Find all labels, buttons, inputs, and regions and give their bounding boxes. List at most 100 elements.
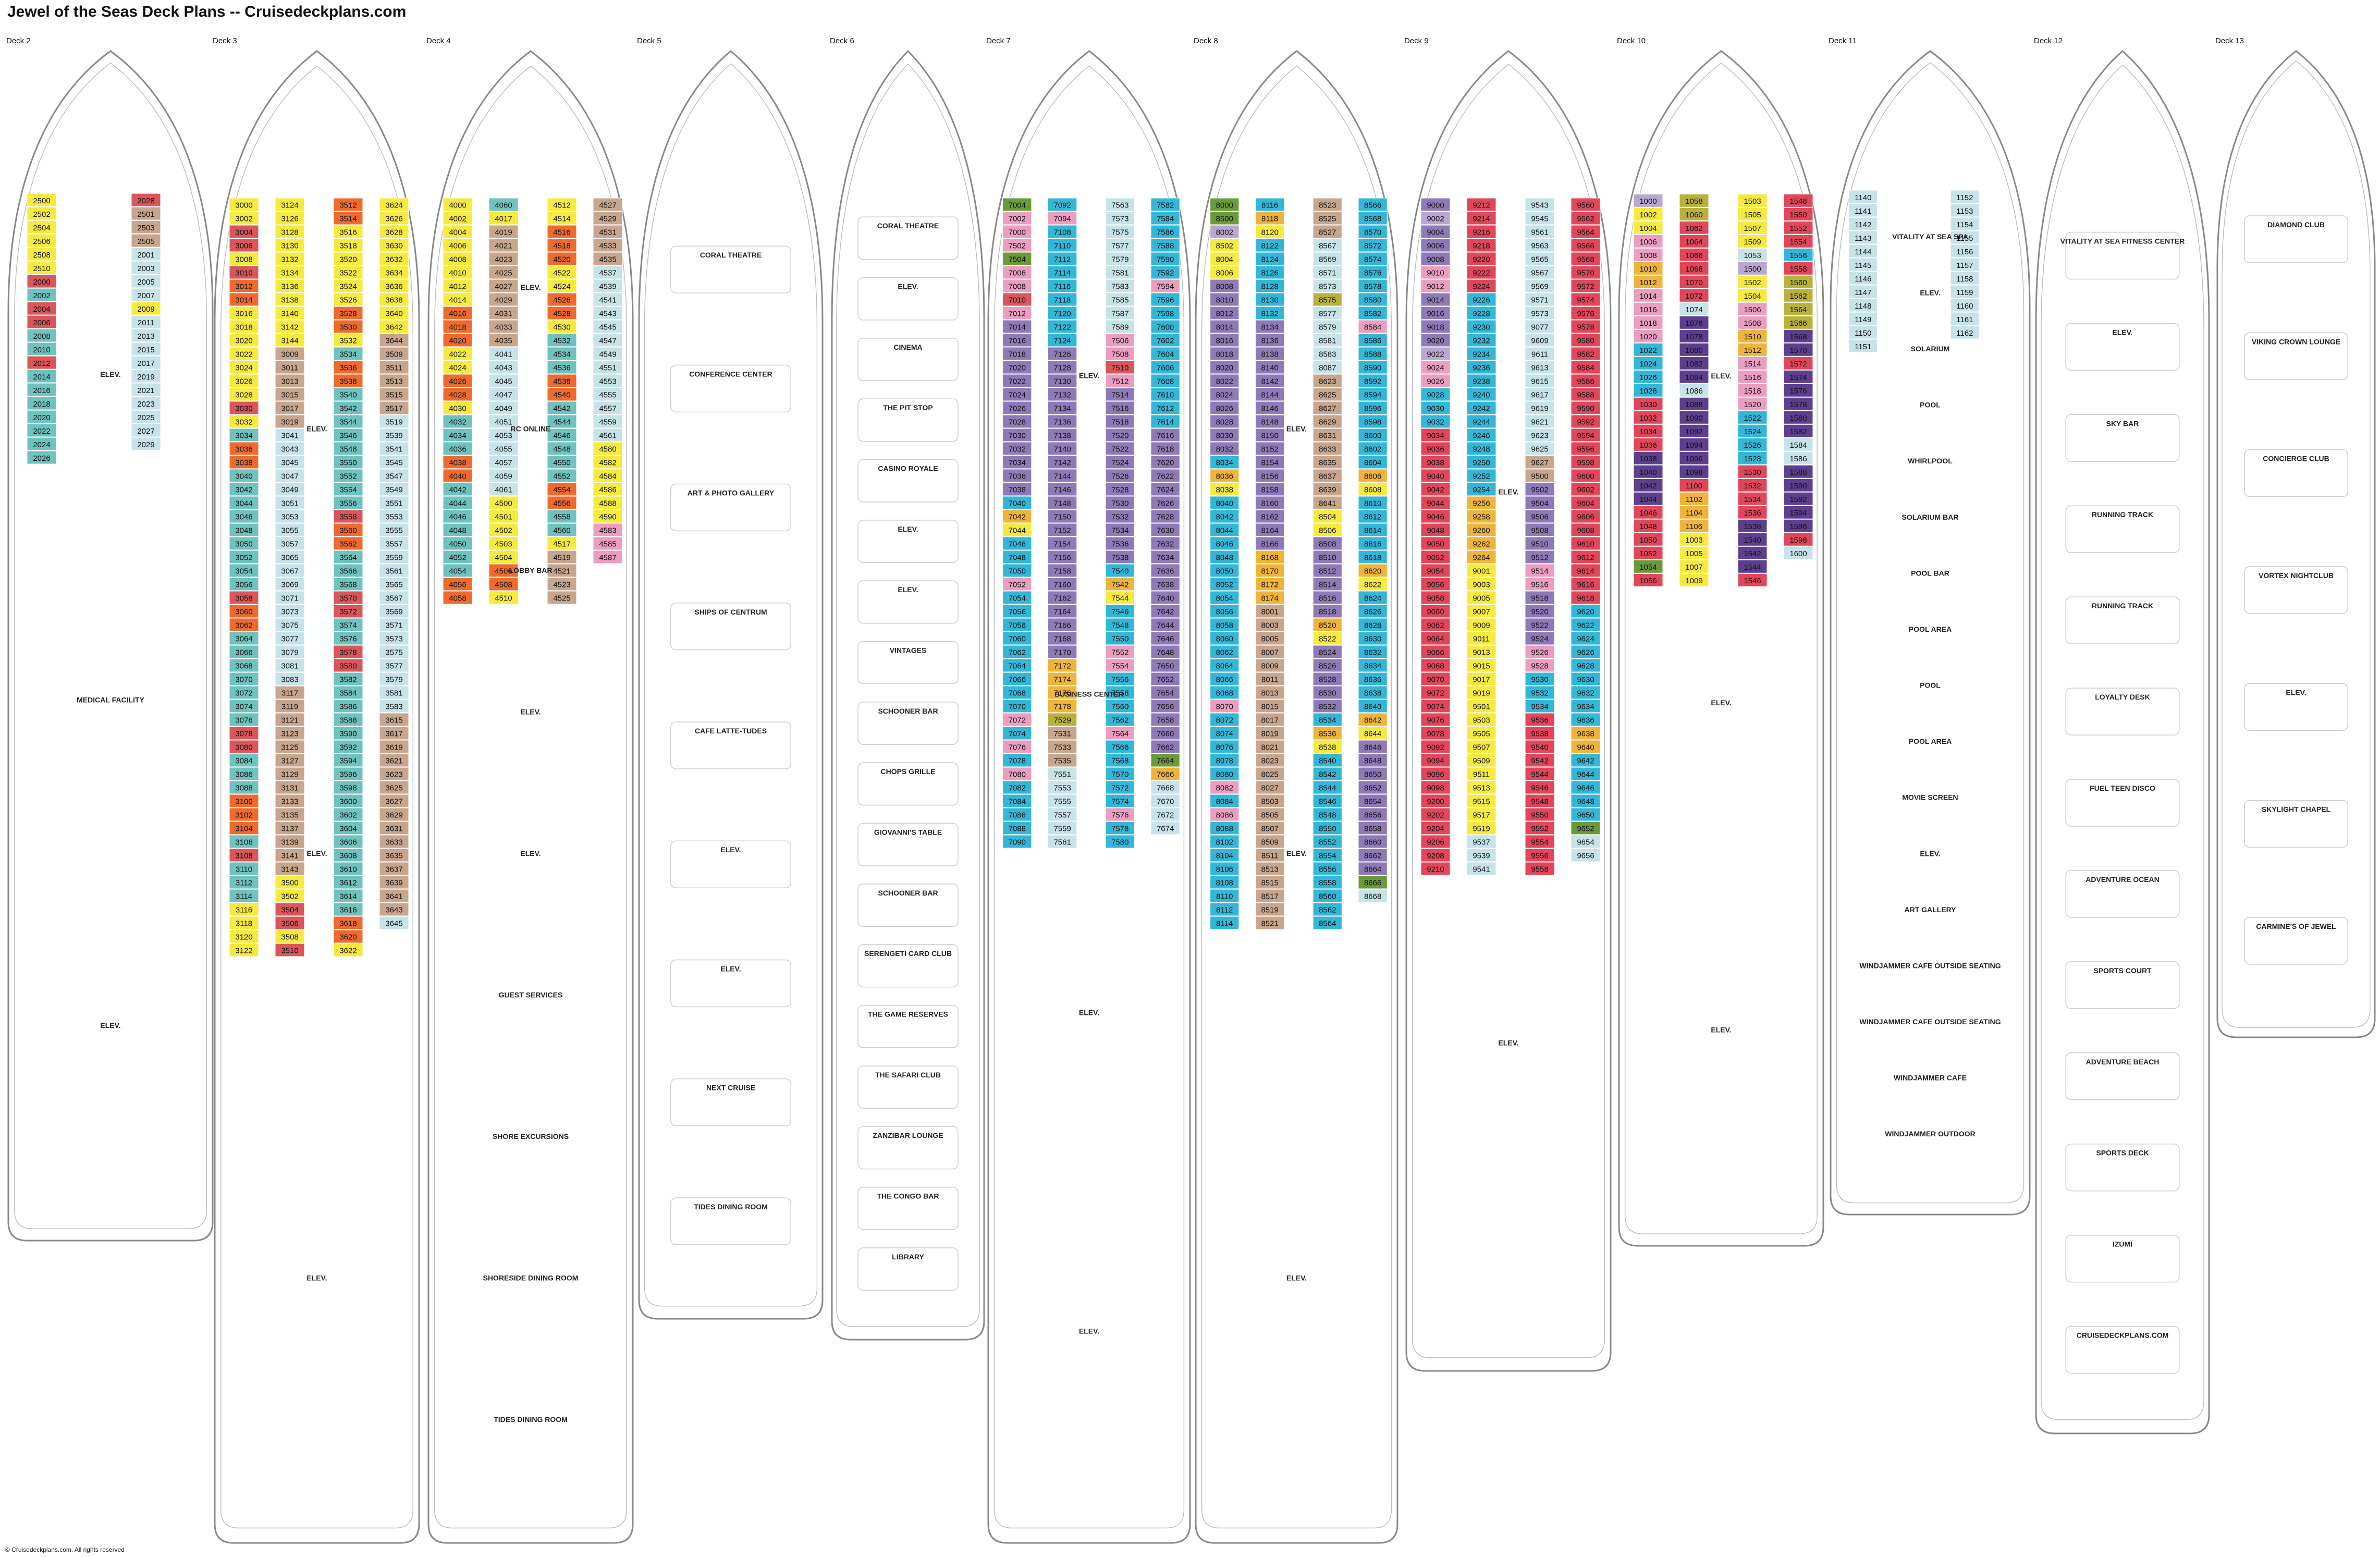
cabin-9506[interactable]: 9506 [1525,509,1555,523]
cabin-7580[interactable]: 7580 [1105,835,1135,849]
cabin-3083[interactable]: 3083 [275,672,305,686]
cabin-9561[interactable]: 9561 [1525,225,1555,239]
cabin-2015[interactable]: 2015 [131,342,161,356]
cabin-4580[interactable]: 4580 [593,442,623,456]
cabin-4014[interactable]: 4014 [443,292,473,307]
cabin-1018[interactable]: 1018 [1633,315,1663,329]
cabin-1052[interactable]: 1052 [1633,546,1663,560]
cabin-7557[interactable]: 7557 [1048,807,1077,822]
cabin-1582[interactable]: 1582 [1783,424,1813,438]
cabin-3622[interactable]: 3622 [333,943,363,957]
cabin-7122[interactable]: 7122 [1048,320,1077,334]
cabin-3026[interactable]: 3026 [229,374,259,388]
cabin-8509[interactable]: 8509 [1255,835,1285,849]
cabin-4059[interactable]: 4059 [488,469,519,483]
cabin-3615[interactable]: 3615 [379,713,409,727]
cabin-3134[interactable]: 3134 [275,265,305,279]
cabin-1036[interactable]: 1036 [1633,437,1663,451]
cabin-8508[interactable]: 8508 [1312,536,1342,550]
cabin-7666[interactable]: 7666 [1150,767,1180,781]
cabin-8086[interactable]: 8086 [1210,807,1240,822]
cabin-3576[interactable]: 3576 [333,631,363,645]
cabin-2505[interactable]: 2505 [131,234,161,248]
cabin-8106[interactable]: 8106 [1210,862,1240,876]
cabin-8520[interactable]: 8520 [1312,618,1342,632]
cabin-2018[interactable]: 2018 [27,396,57,410]
cabin-8640[interactable]: 8640 [1358,699,1388,713]
cabin-3644[interactable]: 3644 [379,333,409,347]
cabin-9242[interactable]: 9242 [1466,401,1496,415]
cabin-3627[interactable]: 3627 [379,794,409,808]
cabin-9650[interactable]: 9650 [1571,807,1601,822]
cabin-1558[interactable]: 1558 [1783,261,1813,275]
cabin-9576[interactable]: 9576 [1571,306,1601,320]
cabin-7596[interactable]: 7596 [1150,292,1180,307]
cabin-8610[interactable]: 8610 [1358,496,1388,510]
cabin-9060[interactable]: 9060 [1420,604,1451,618]
cabin-1578[interactable]: 1578 [1783,397,1813,411]
cabin-1094[interactable]: 1094 [1679,437,1709,451]
cabin-7152[interactable]: 7152 [1048,523,1077,537]
cabin-8011[interactable]: 8011 [1255,672,1285,686]
cabin-2006[interactable]: 2006 [27,315,57,329]
cabin-3600[interactable]: 3600 [333,794,363,808]
cabin-3081[interactable]: 3081 [275,658,305,672]
cabin-8575[interactable]: 8575 [1312,292,1342,307]
cabin-8024[interactable]: 8024 [1210,387,1240,401]
cabin-1530[interactable]: 1530 [1737,464,1768,479]
cabin-4508[interactable]: 4508 [488,577,519,591]
cabin-1160[interactable]: 1160 [1950,298,1980,312]
cabin-7563[interactable]: 7563 [1105,198,1135,212]
cabin-7138[interactable]: 7138 [1048,428,1077,442]
cabin-7585[interactable]: 7585 [1105,292,1135,307]
cabin-7560[interactable]: 7560 [1105,699,1135,713]
cabin-7030[interactable]: 7030 [1002,428,1032,442]
cabin-9526[interactable]: 9526 [1525,645,1555,659]
cabin-4010[interactable]: 4010 [443,265,473,279]
cabin-1064[interactable]: 1064 [1679,234,1709,248]
cabin-3550[interactable]: 3550 [333,455,363,469]
cabin-8536[interactable]: 8536 [1312,726,1342,740]
cabin-8632[interactable]: 8632 [1358,645,1388,659]
cabin-7044[interactable]: 7044 [1002,523,1032,537]
cabin-9609[interactable]: 9609 [1525,333,1555,347]
cabin-3140[interactable]: 3140 [275,306,305,320]
cabin-8521[interactable]: 8521 [1255,916,1285,930]
cabin-1102[interactable]: 1102 [1679,492,1709,506]
cabin-7612[interactable]: 7612 [1150,401,1180,415]
cabin-3636[interactable]: 3636 [379,279,409,293]
cabin-9524[interactable]: 9524 [1525,631,1555,645]
cabin-9567[interactable]: 9567 [1525,265,1555,279]
cabin-8656[interactable]: 8656 [1358,807,1388,822]
cabin-7016[interactable]: 7016 [1002,333,1032,347]
cabin-3144[interactable]: 3144 [275,333,305,347]
cabin-7546[interactable]: 7546 [1105,604,1135,618]
cabin-3132[interactable]: 3132 [275,252,305,266]
cabin-3086[interactable]: 3086 [229,767,259,781]
cabin-9008[interactable]: 9008 [1420,252,1451,266]
cabin-3502[interactable]: 3502 [275,889,305,903]
cabin-3040[interactable]: 3040 [229,469,259,483]
cabin-7626[interactable]: 7626 [1150,496,1180,510]
cabin-9034[interactable]: 9034 [1420,428,1451,442]
cabin-8581[interactable]: 8581 [1312,333,1342,347]
cabin-7574[interactable]: 7574 [1105,794,1135,808]
cabin-9626[interactable]: 9626 [1571,645,1601,659]
cabin-3562[interactable]: 3562 [333,536,363,550]
cabin-3552[interactable]: 3552 [333,469,363,483]
cabin-1046[interactable]: 1046 [1633,505,1663,519]
cabin-9244[interactable]: 9244 [1466,414,1496,428]
cabin-9011[interactable]: 9011 [1466,631,1496,645]
cabin-8542[interactable]: 8542 [1312,767,1342,781]
cabin-7132[interactable]: 7132 [1048,387,1077,401]
cabin-1141[interactable]: 1141 [1848,203,1878,217]
cabin-2003[interactable]: 2003 [131,261,161,275]
cabin-7576[interactable]: 7576 [1105,807,1135,822]
cabin-9054[interactable]: 9054 [1420,563,1451,578]
cabin-9050[interactable]: 9050 [1420,536,1451,550]
cabin-8042[interactable]: 8042 [1210,509,1240,523]
cabin-3584[interactable]: 3584 [333,685,363,700]
cabin-8162[interactable]: 8162 [1255,509,1285,523]
cabin-1004[interactable]: 1004 [1633,220,1663,235]
cabin-2009[interactable]: 2009 [131,301,161,315]
